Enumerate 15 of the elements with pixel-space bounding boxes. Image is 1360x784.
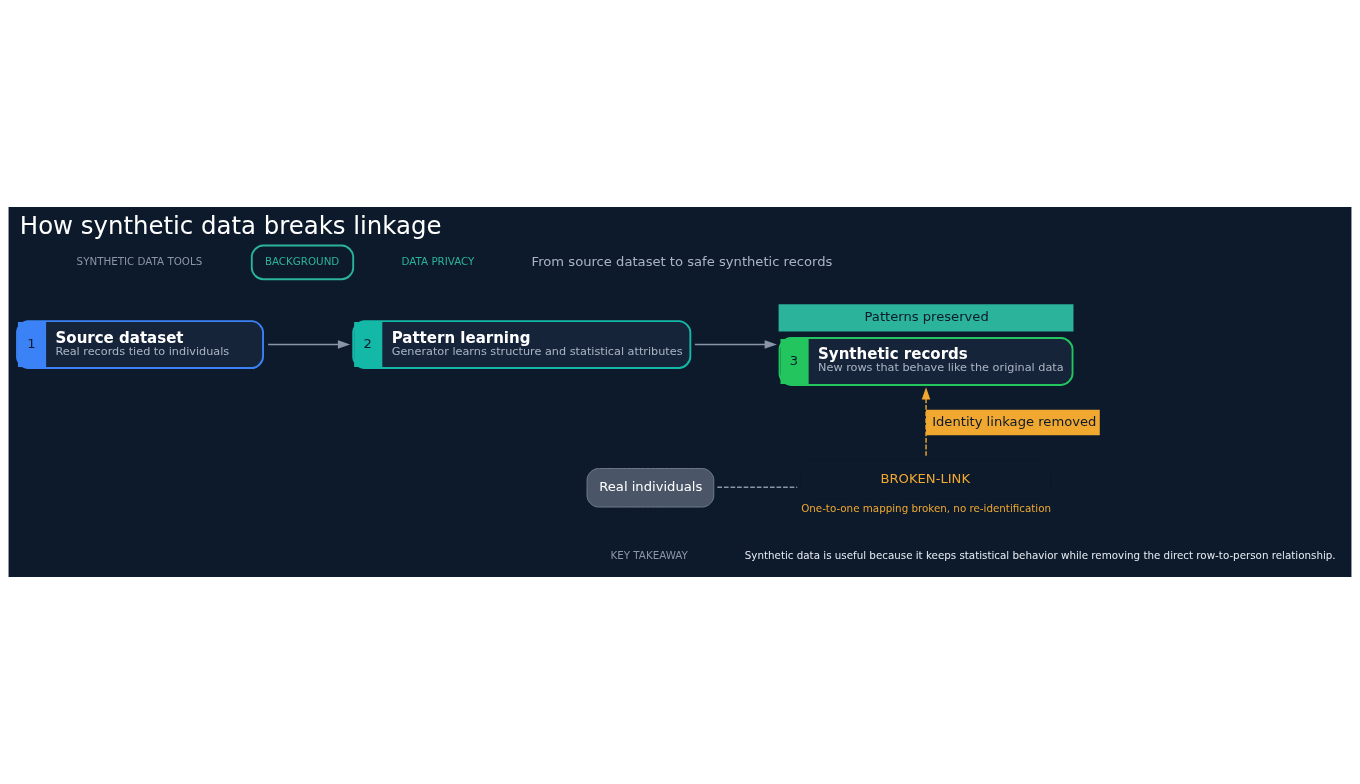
label: DATA PRIVACY	[401, 255, 475, 268]
label: From source dataset to safe synthetic records	[531, 253, 833, 269]
arrow	[694, 340, 777, 349]
node-text: BROKEN-LINK	[880, 470, 971, 486]
connector	[716, 486, 798, 489]
label: BACKGROUND	[264, 255, 340, 268]
label: SYNTHETIC DATA TOOLS	[76, 255, 203, 268]
arrow	[921, 387, 931, 457]
diagram-title: How synthetic data breaks linkage	[19, 211, 442, 241]
edge-label: Identity linkage removed	[932, 414, 1097, 430]
arrow	[267, 340, 351, 349]
label: Synthetic data is useful because it keeps statistical behavior while removing the direct row-to-person relationship.	[744, 548, 1336, 561]
label: KEY TAKEAWAY	[610, 548, 688, 561]
node-label: Patterns preserved	[864, 309, 989, 325]
node-label: One-to-one mapping broken, no re-identification	[801, 502, 1052, 515]
